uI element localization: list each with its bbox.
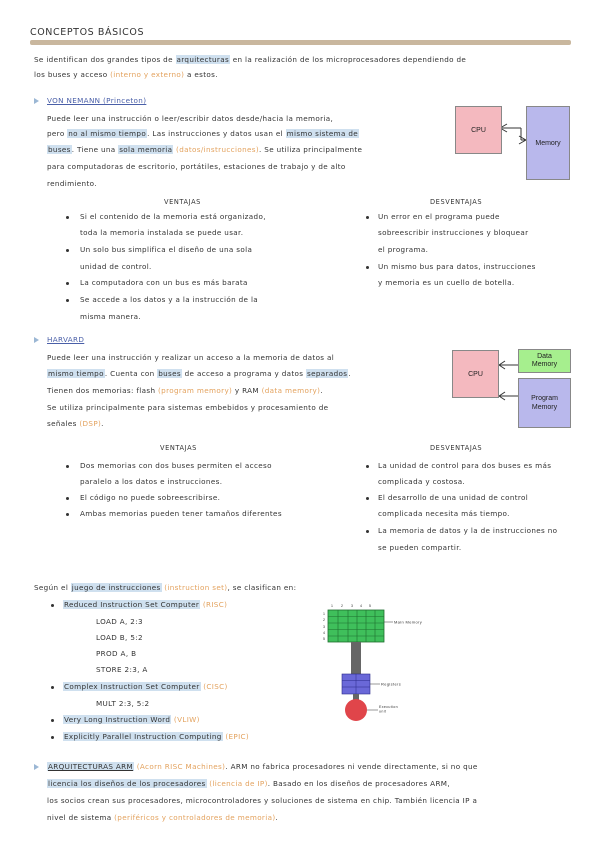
- bullet-dot: [66, 465, 69, 468]
- bus-connector: [351, 642, 361, 674]
- von-ventajas-title: VENTAJAS: [164, 198, 201, 206]
- harvard-desventaja: complicada y costosa.: [378, 477, 466, 486]
- bullet-dot: [51, 736, 54, 739]
- title-underline: [30, 40, 571, 45]
- page-title: CONCEPTOS BÁSICOS: [30, 27, 145, 38]
- von-ventaja: Si el contenido de la memoria está organ…: [80, 212, 266, 221]
- svg-text:3: 3: [351, 604, 353, 608]
- program-memory-box: Program Memory: [518, 378, 571, 428]
- harvard-desventaja: La memoria de datos y la de instruccione…: [378, 526, 558, 535]
- von-desventaja: Un mismo bus para datos, instrucciones: [378, 262, 536, 271]
- harvard-p2: mismo tiempo. Cuenta con buses de acceso…: [47, 369, 352, 378]
- harvard-p4: Se utiliza principalmente para sistemas …: [47, 403, 329, 412]
- arm-line-2: licencia los diseños de los procesadores…: [47, 779, 450, 788]
- harvard-desventaja: El desarrollo de una unidad de control: [378, 493, 529, 502]
- von-p4: para computadoras de escritorio, portáti…: [47, 162, 346, 171]
- bullet-dot: [66, 513, 69, 516]
- registers-label: Registers: [381, 682, 401, 687]
- arrow-bullet-icon: [34, 764, 39, 770]
- intro-line-2: los buses y acceso (interno y externo) a…: [34, 70, 218, 79]
- bullet-dot: [366, 465, 369, 468]
- svg-text:4: 4: [323, 631, 325, 635]
- cisc-item: Complex Instruction Set Computer (CISC): [63, 682, 228, 691]
- bullet-dot: [66, 216, 69, 219]
- harvard-ventaja: paralelo a los datos e instrucciones.: [80, 477, 223, 486]
- svg-text:5: 5: [369, 604, 371, 608]
- bullet-dot: [66, 249, 69, 252]
- data-memory-box: Data Memory: [518, 349, 571, 373]
- svg-text:1: 1: [331, 604, 333, 608]
- bullet-dot: [66, 282, 69, 285]
- main-memory-grid: [327, 609, 385, 643]
- bullet-dot: [366, 266, 369, 269]
- von-ventaja: toda la memoria instalada se puede usar.: [80, 228, 244, 237]
- harvard-title: HARVARD: [47, 335, 85, 344]
- von-desventaja: el programa.: [378, 245, 429, 254]
- von-ventaja: La computadora con un bus es más barata: [80, 278, 248, 287]
- harvard-desventaja: La unidad de control para dos buses es m…: [378, 461, 552, 470]
- von-p2: pero no al mismo tiempo. Las instruccion…: [47, 129, 360, 138]
- von-desventaja: Un error en el programa puede: [378, 212, 500, 221]
- svg-text:2: 2: [323, 618, 325, 622]
- main-memory-label: Main Memory: [394, 620, 422, 625]
- harvard-ventaja: El código no puede sobreescribirse.: [80, 493, 221, 502]
- svg-text:2: 2: [341, 604, 343, 608]
- risc-code-line: LOAD A, 2:3: [96, 617, 143, 626]
- epic-item: Explicitly Parallel Instruction Computin…: [63, 732, 250, 741]
- von-ventaja: Se accede a los datos y a la instrucción…: [80, 295, 259, 304]
- von-p1: Puede leer una instrucción o leer/escrib…: [47, 114, 334, 123]
- harvard-ventaja: Ambas memorias pueden tener tamaños dife…: [80, 509, 282, 518]
- von-ventaja: misma manera.: [80, 312, 142, 321]
- risc-code-line: LOAD B, 5:2: [96, 633, 143, 642]
- bullet-dot: [366, 497, 369, 500]
- arrow-bullet-icon: [34, 337, 39, 343]
- execution-unit-label: Execution: [379, 705, 398, 709]
- von-p5: rendimiento.: [47, 179, 97, 188]
- von-desventaja: sobreescribir instrucciones y bloquear: [378, 228, 529, 237]
- cpu-box: CPU: [455, 106, 502, 154]
- svg-text:5: 5: [323, 637, 325, 641]
- svg-text:unit: unit: [379, 710, 386, 714]
- harvard-desventaja: complicada necesita más tiempo.: [378, 509, 510, 518]
- bullet-dot: [51, 604, 54, 607]
- cisc-code-line: MULT 2:3, 5:2: [96, 699, 150, 708]
- harvard-p1: Puede leer una instrucción y realizar un…: [47, 353, 335, 362]
- von-neumann-title: VON NEMANN (Princeton): [47, 96, 147, 105]
- harvard-p3: Tienen dos memorias: flash (program memo…: [47, 386, 323, 395]
- arm-line-3: los socios crean sus procesadores, micro…: [47, 796, 478, 805]
- harvard-p5: señales (DSP).: [47, 419, 104, 428]
- isa-intro: Según el juego de instrucciones (instruc…: [34, 583, 297, 592]
- bullet-dot: [366, 216, 369, 219]
- von-desventaja: y memoria es un cuello de botella.: [378, 278, 515, 287]
- memory-box: Memory: [526, 106, 570, 180]
- memory-register-diagram: 1 2 3 4 5 1 2 3 4 5 Main Memory Registers Execut…: [323, 604, 422, 721]
- vliw-item: Very Long Instruction Word (VLIW): [63, 715, 200, 724]
- execution-unit: [345, 699, 367, 721]
- von-desventajas-title: DESVENTAJAS: [430, 198, 483, 206]
- bullet-dot: [51, 719, 54, 722]
- risc-code-line: STORE 2:3, A: [96, 665, 148, 674]
- risc-code-line: PROD A, B: [96, 649, 137, 658]
- harvard-desventajas-title: DESVENTAJAS: [430, 444, 483, 452]
- arm-line-4: nivel de sistema (periféricos y controla…: [47, 813, 279, 822]
- harvard-ventajas-title: VENTAJAS: [160, 444, 197, 452]
- harvard-desventaja: se pueden compartir.: [378, 543, 462, 552]
- svg-text:1: 1: [323, 612, 325, 616]
- bullet-dot: [366, 530, 369, 533]
- bullet-dot: [51, 686, 54, 689]
- bullet-dot: [66, 497, 69, 500]
- von-ventaja: unidad de control.: [80, 262, 152, 271]
- von-p3: buses. Tiene una sola memoria (datos/ins…: [47, 145, 363, 154]
- svg-text:3: 3: [323, 625, 325, 629]
- intro-line-1: Se identifican dos grandes tipos de arqu…: [34, 55, 467, 64]
- arm-line-1: ARQUITECTURAS ARM (Acorn RISC Machines).…: [47, 762, 478, 771]
- harvard-cpu-box: CPU: [452, 350, 499, 398]
- svg-text:4: 4: [360, 604, 362, 608]
- risc-item: Reduced Instruction Set Computer (RISC): [63, 600, 228, 609]
- bullet-dot: [66, 299, 69, 302]
- arrow-bullet-icon: [34, 98, 39, 104]
- harvard-ventaja: Dos memorias con dos buses permiten el a…: [80, 461, 272, 470]
- von-ventaja: Un solo bus simplifica el diseño de una …: [80, 245, 253, 254]
